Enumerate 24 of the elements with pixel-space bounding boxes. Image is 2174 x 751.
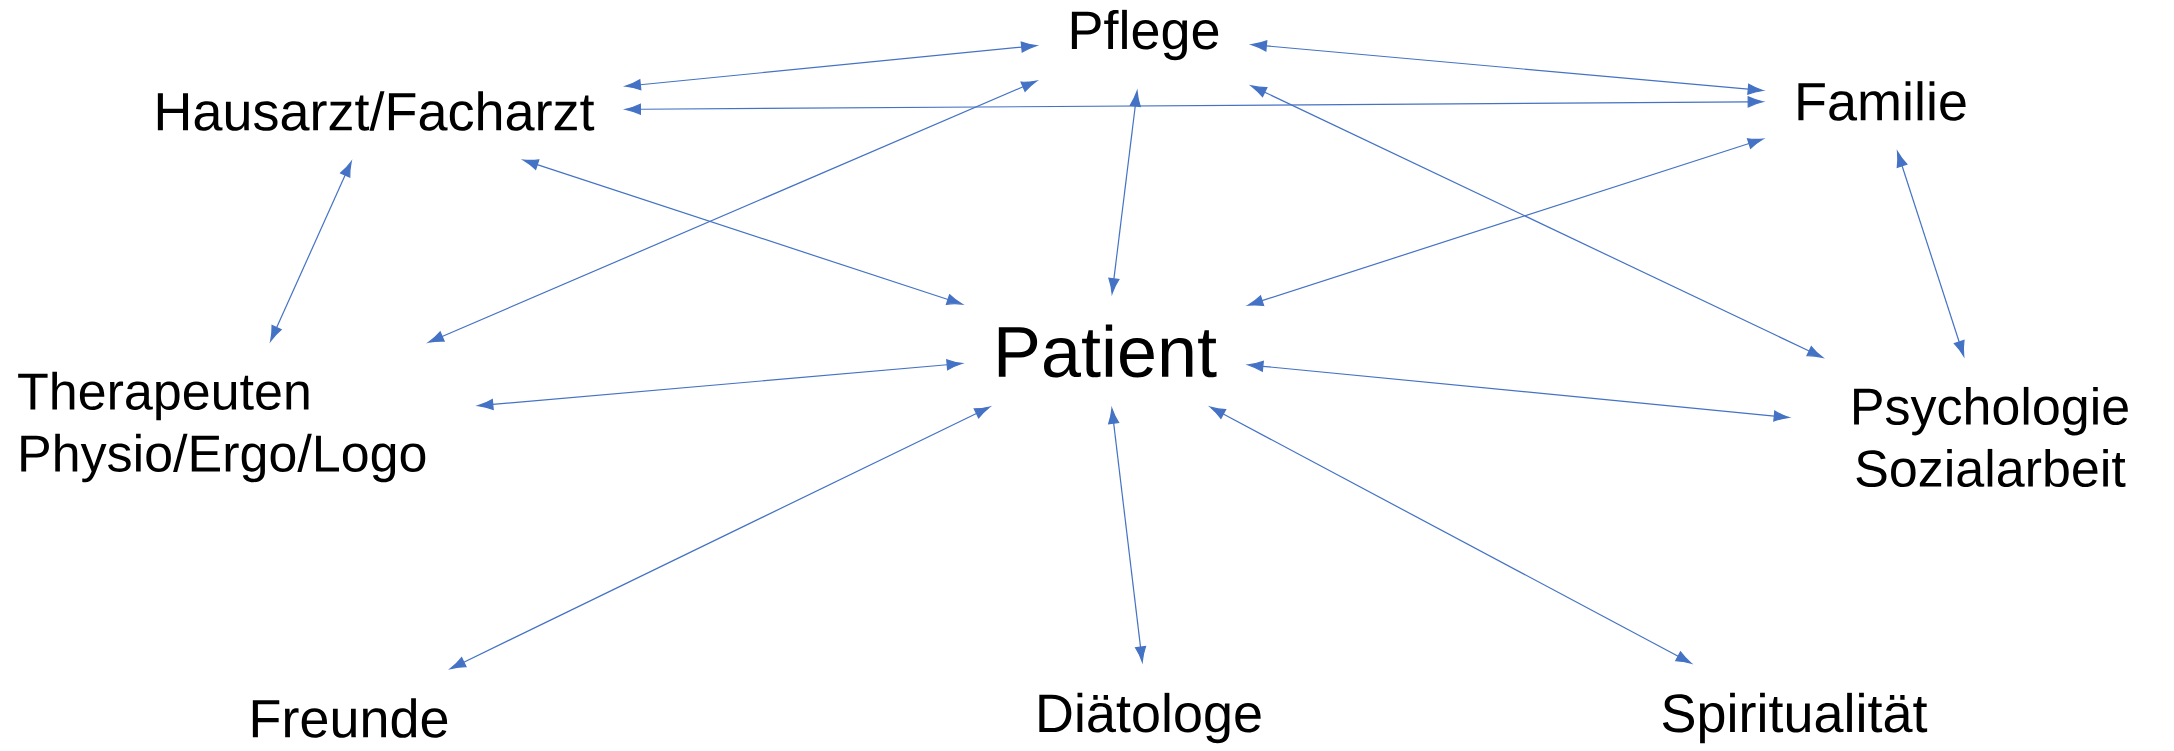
arrow	[1247, 138, 1764, 307]
role-label: Freunde	[252, 698, 448, 738]
arrow	[477, 359, 963, 410]
role-label: Hausarzt/Facharzt	[157, 91, 595, 131]
central-label: Patient	[998, 324, 1217, 378]
arrow	[522, 159, 963, 305]
role-label: Psychologie Sozialarbeit	[1854, 386, 2128, 488]
arrow	[1251, 40, 1764, 95]
arrow	[625, 41, 1037, 91]
role-label: Diätologe	[1039, 692, 1261, 744]
arrow	[428, 80, 1038, 343]
arrow	[450, 406, 991, 670]
role-label: Spiritualität	[1662, 692, 1928, 744]
arrow	[1209, 406, 1692, 664]
role-label: Familie	[1798, 81, 1966, 121]
role-label: Pflege	[1071, 9, 1219, 61]
arrow	[1247, 360, 1790, 422]
arrow	[1250, 85, 1823, 358]
arrow	[1896, 151, 1965, 357]
arrow	[270, 161, 352, 342]
role-label: Therapeuten Physio/Ergo/Logo	[18, 371, 426, 483]
arrow	[625, 96, 1764, 115]
arrow	[1108, 90, 1141, 295]
arrow	[1108, 408, 1147, 663]
